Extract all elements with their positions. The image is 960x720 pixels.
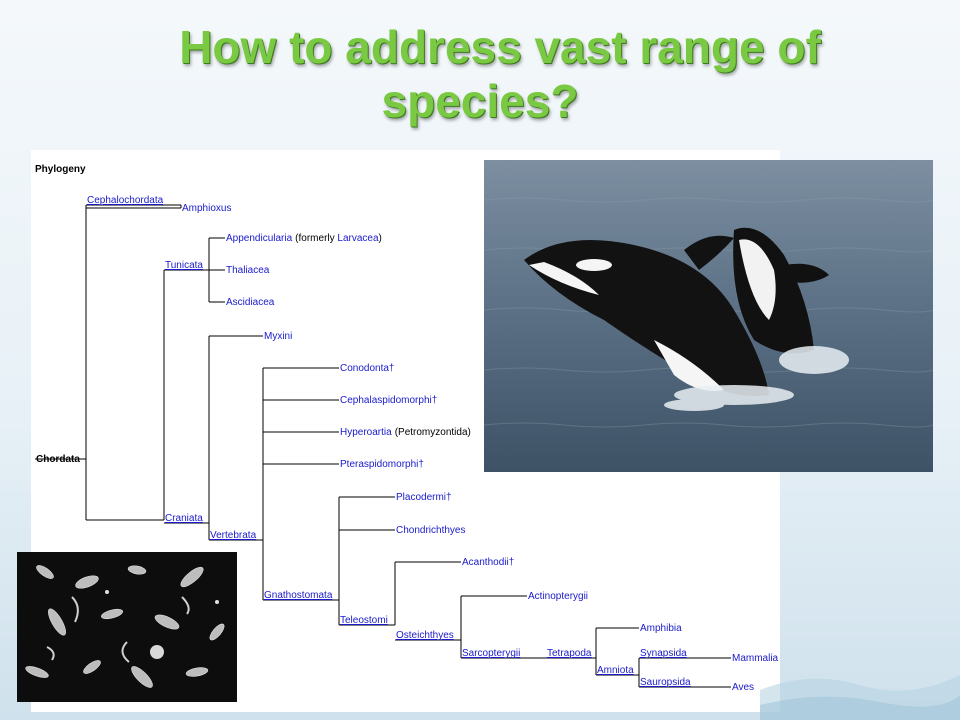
node-amniota[interactable]: Amniota — [597, 665, 634, 676]
node-aves[interactable]: Aves — [732, 682, 754, 693]
node-hyperoartia-line: Hyperoartia(Petromyzontida) — [340, 427, 471, 438]
node-chordata[interactable]: Chordata — [36, 454, 80, 465]
node-synapsida[interactable]: Synapsida — [640, 648, 687, 659]
orca-photo — [484, 160, 933, 472]
node-pteraspidomorphi[interactable]: Pteraspidomorphi† — [340, 459, 424, 470]
node-appendicularia[interactable]: Appendicularia — [226, 233, 293, 244]
slide-title-line-2: species? — [381, 75, 579, 127]
node-amphibia[interactable]: Amphibia — [640, 623, 682, 634]
tree-lines — [35, 204, 731, 688]
node-tetrapoda[interactable]: Tetrapoda — [547, 648, 592, 659]
node-actinopterygii[interactable]: Actinopterygii — [528, 591, 588, 602]
node-hyperoartia-note: (Petromyzontida) — [395, 427, 471, 438]
slide-title-line-1: How to address vast range of — [179, 21, 821, 73]
node-osteichthyes[interactable]: Osteichthyes — [396, 630, 454, 641]
node-thaliacea[interactable]: Thaliacea — [226, 265, 270, 276]
node-amphioxus[interactable]: Amphioxus — [182, 203, 231, 214]
node-acanthodii[interactable]: Acanthodii† — [462, 557, 514, 568]
node-vertebrata[interactable]: Vertebrata — [210, 530, 257, 541]
node-sarcopterygii[interactable]: Sarcopterygii — [462, 648, 520, 659]
node-gnathostomata[interactable]: Gnathostomata — [264, 590, 333, 601]
orca-illustration — [484, 160, 933, 472]
node-sauropsida[interactable]: Sauropsida — [640, 677, 691, 688]
node-cephalaspidomorphi[interactable]: Cephalaspidomorphi† — [340, 395, 437, 406]
node-chondrichthyes[interactable]: Chondrichthyes — [396, 525, 465, 536]
node-placodermi[interactable]: Placodermi† — [396, 492, 452, 503]
node-cephalochordata[interactable]: Cephalochordata — [87, 195, 164, 206]
decorative-wave — [760, 675, 960, 720]
node-appendicularia-note-pre: (formerly — [295, 233, 337, 244]
plankton-micrograph — [17, 552, 237, 702]
node-tunicata[interactable]: Tunicata — [165, 260, 203, 271]
node-hyperoartia[interactable]: Hyperoartia — [340, 427, 392, 438]
node-appendicularia-line: Appendicularia(formerly Larvacea) — [226, 233, 382, 244]
node-larvacea[interactable]: Larvacea — [337, 233, 379, 244]
phylogeny-tree: Phylogeny Chordata Cephalochordata Amphi… — [35, 164, 779, 693]
node-mammalia[interactable]: Mammalia — [732, 653, 779, 664]
phylogeny-heading: Phylogeny — [35, 164, 86, 175]
plankton-illustration — [17, 552, 237, 702]
node-appendicularia-note-post: ) — [379, 233, 382, 244]
node-myxini[interactable]: Myxini — [264, 331, 292, 342]
node-teleostomi[interactable]: Teleostomi — [340, 615, 388, 626]
node-conodonta[interactable]: Conodonta† — [340, 363, 395, 374]
node-ascidiacea[interactable]: Ascidiacea — [226, 297, 275, 308]
slide-title: How to address vast range of species? — [0, 20, 960, 128]
node-craniata[interactable]: Craniata — [165, 513, 203, 524]
